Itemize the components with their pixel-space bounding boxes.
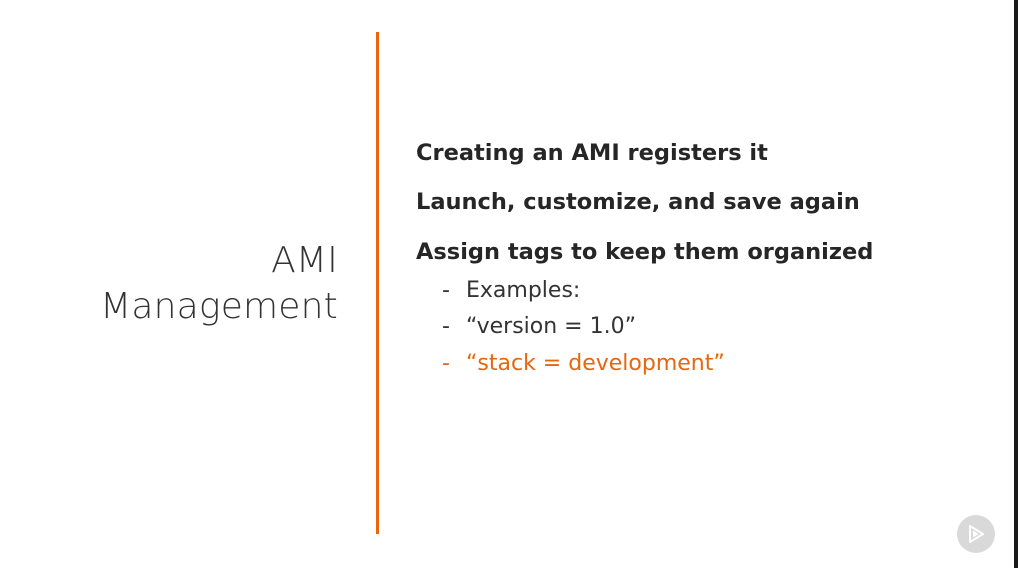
sub-bullet-text: “version = 1.0” xyxy=(466,314,636,339)
play-logo-icon xyxy=(957,515,995,553)
sub-bullet-text: Examples: xyxy=(466,278,581,303)
dash-marker: - xyxy=(442,351,450,376)
vertical-divider xyxy=(376,32,379,534)
window-edge xyxy=(1014,0,1018,568)
slide-title: AMI Management xyxy=(100,238,338,330)
title-line-2: Management xyxy=(100,286,338,327)
sub-bullet-item: -Examples: xyxy=(442,276,580,306)
sub-bullet-text: “stack = development” xyxy=(466,351,725,376)
dash-marker: - xyxy=(442,314,450,339)
bullet-item: Launch, customize, and save again xyxy=(416,189,860,215)
sub-bullet-item-highlighted: -“stack = development” xyxy=(442,349,725,379)
sub-bullet-item: -“version = 1.0” xyxy=(442,312,636,342)
bullet-item: Assign tags to keep them organized xyxy=(416,239,874,265)
dash-marker: - xyxy=(442,278,450,303)
play-triangle-icon xyxy=(969,525,984,543)
title-line-1: AMI xyxy=(271,240,338,281)
bullet-item: Creating an AMI registers it xyxy=(416,140,768,166)
